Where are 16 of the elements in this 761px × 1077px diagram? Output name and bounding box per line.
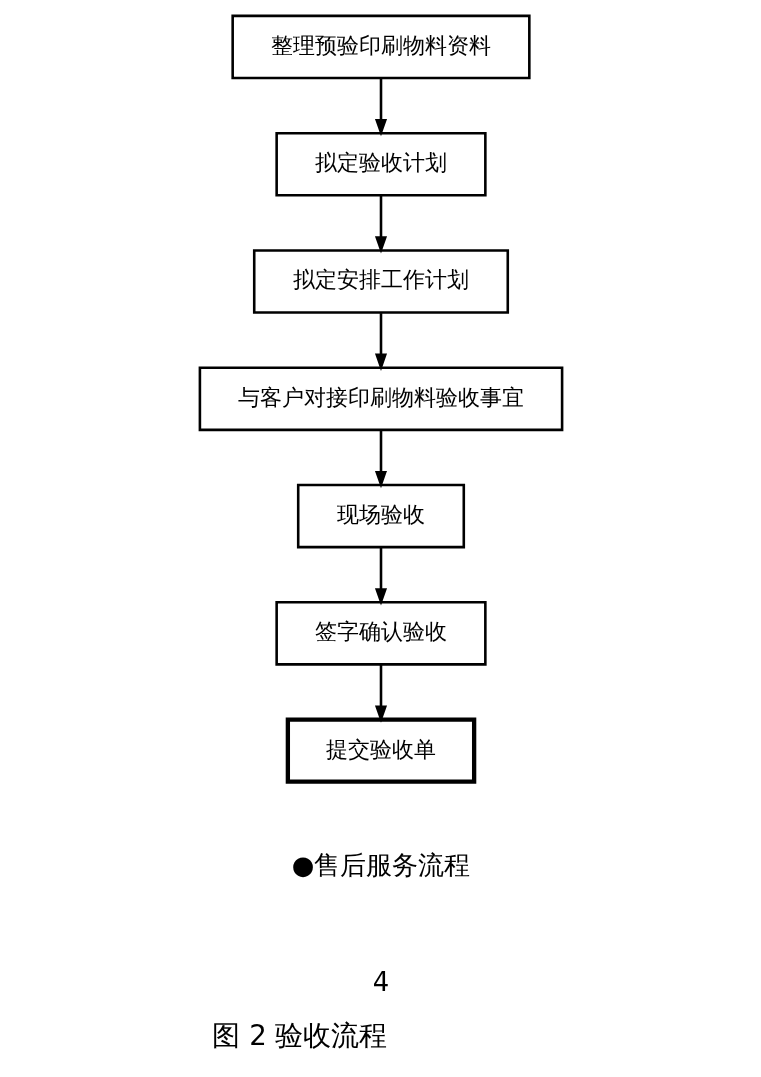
arrow [374,195,387,254]
arrow [374,313,387,371]
arrow [374,547,387,606]
caption: 图 2 验收流程 [211,1019,387,1053]
node-box: 签字确认验收 [274,601,487,666]
node-box: 与客户对接印刷物料验收事宜 [198,366,563,432]
label: ●售后服务流程 [291,849,470,880]
label: 4 [372,967,389,998]
node-box: 提交验收单 [285,717,476,784]
node-box: 拟定验收计划 [274,131,487,197]
arrow [374,665,387,723]
arrow [374,78,387,137]
node-box: 拟定安排工作计划 [252,249,509,314]
node-box: 整理预验印刷物料资料 [230,14,531,80]
arrow [374,430,387,489]
node-box: 现场验收 [296,483,465,549]
